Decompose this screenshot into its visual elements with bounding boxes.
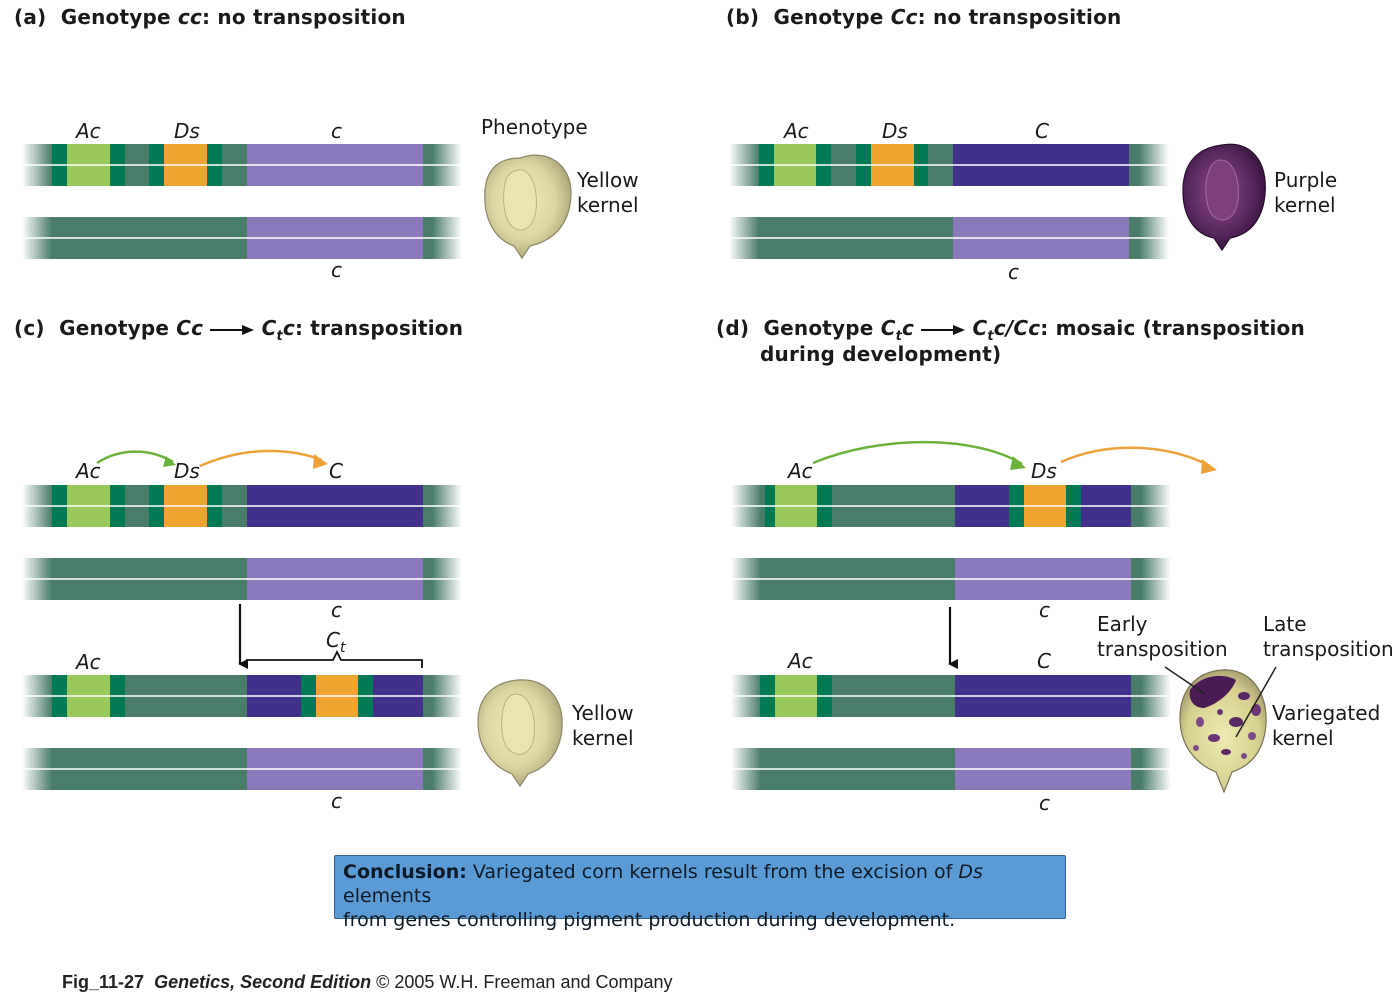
figure-credit: Fig_11-27 Genetics, Second Edition © 200… (62, 972, 673, 992)
phenotype-label-line1: Yellow (577, 168, 639, 192)
chromosome-d-after-bottom (731, 748, 1171, 790)
chromosome-a-top (22, 144, 462, 186)
ac-label: Ac (788, 459, 813, 483)
chromosome-d-top (731, 485, 1171, 527)
purple-kernel-image (1182, 143, 1266, 252)
early-transposition-label-line1: Early (1097, 612, 1148, 636)
phenotype-label-line2: kernel (1272, 726, 1334, 750)
conclusion-line2: from genes controlling pigment productio… (343, 909, 956, 931)
ac-ds-arrow-d (812, 440, 1023, 466)
gene-label-bottom: c (331, 258, 342, 282)
gene-label-bottom: c (331, 789, 342, 813)
phenotype-label-line2: kernel (577, 193, 639, 217)
ds-label: Ds (174, 119, 200, 143)
gene-label-top: C (329, 459, 343, 483)
panel-a-title: (a) Genotype cc: no transposition (14, 5, 406, 29)
conclusion-line1: Conclusion: Variegated corn kernels resu… (343, 861, 983, 907)
ac-label: Ac (76, 119, 101, 143)
phenotype-label-line1: Yellow (572, 701, 634, 725)
arrow-right-icon (210, 316, 255, 340)
phenotype-heading: Phenotype (481, 115, 588, 139)
ct-label: Ct (326, 628, 346, 656)
ds-label: Ds (1031, 459, 1057, 483)
chromosome-b-bottom (729, 217, 1169, 259)
chromosome-c-after-bottom (22, 748, 462, 790)
gene-label-bottom: c (1039, 791, 1050, 815)
early-leader-line (1164, 666, 1206, 695)
panel-b-graphics (729, 143, 1266, 259)
panel-d-title: (d) Genotype Ctc Ctc/Cc: mosaic (transpo… (716, 316, 1305, 344)
gene-label-bottom: c (1008, 260, 1019, 284)
panel-d-title-line2: during development) (760, 342, 1002, 366)
ds-c-arrow (199, 449, 323, 468)
panel-d-graphics (731, 440, 1277, 794)
ac-ds-arrow (96, 450, 174, 465)
chromosome-d-after-top (731, 675, 1171, 717)
phenotype-label-line1: Variegated (1272, 701, 1381, 725)
late-transposition-label-line1: Late (1263, 612, 1307, 636)
chromosome-a-bottom (22, 217, 462, 259)
panel-c-graphics (22, 449, 563, 790)
ac-label: Ac (784, 119, 809, 143)
ct-bracket (246, 649, 423, 668)
gene-label-mid: c (1039, 598, 1050, 622)
early-transposition-label-line2: transposition (1097, 637, 1228, 661)
ds-label: Ds (174, 459, 200, 483)
chromosome-c-after-top (22, 675, 462, 717)
gene-label-top: C (1035, 119, 1049, 143)
chromosome-c-top (22, 485, 462, 527)
phenotype-label-line2: kernel (572, 726, 634, 750)
gene-label-top: c (331, 119, 342, 143)
yellow-kernel-image (484, 154, 572, 260)
variegated-kernel-image (1179, 669, 1267, 794)
ds-label: Ds (882, 119, 908, 143)
ac-label-after: Ac (788, 649, 813, 673)
panel-a-graphics (22, 144, 572, 260)
phenotype-label-line2: kernel (1274, 193, 1336, 217)
conclusion-box: Conclusion: Variegated corn kernels resu… (334, 855, 1066, 931)
gene-label-after: C (1037, 649, 1051, 673)
late-transposition-label-line2: transposition (1263, 637, 1394, 661)
ac-label-after: Ac (76, 650, 101, 674)
arrow-right-icon (921, 316, 966, 340)
ds-out-arrow-d (1060, 446, 1211, 468)
chromosome-c-mid (22, 558, 462, 600)
phenotype-label-line1: Purple (1274, 168, 1338, 192)
ac-label: Ac (76, 459, 101, 483)
late-leader-line (1235, 666, 1277, 738)
yellow-kernel-image-c (477, 679, 563, 788)
gene-label-mid: c (331, 598, 342, 622)
chromosome-d-mid (731, 558, 1171, 600)
panel-c-title: (c) Genotype Cc Ctc: transposition (14, 316, 464, 344)
chromosome-b-top (729, 144, 1169, 186)
panel-b-title: (b) Genotype Cc: no transposition (726, 5, 1122, 29)
